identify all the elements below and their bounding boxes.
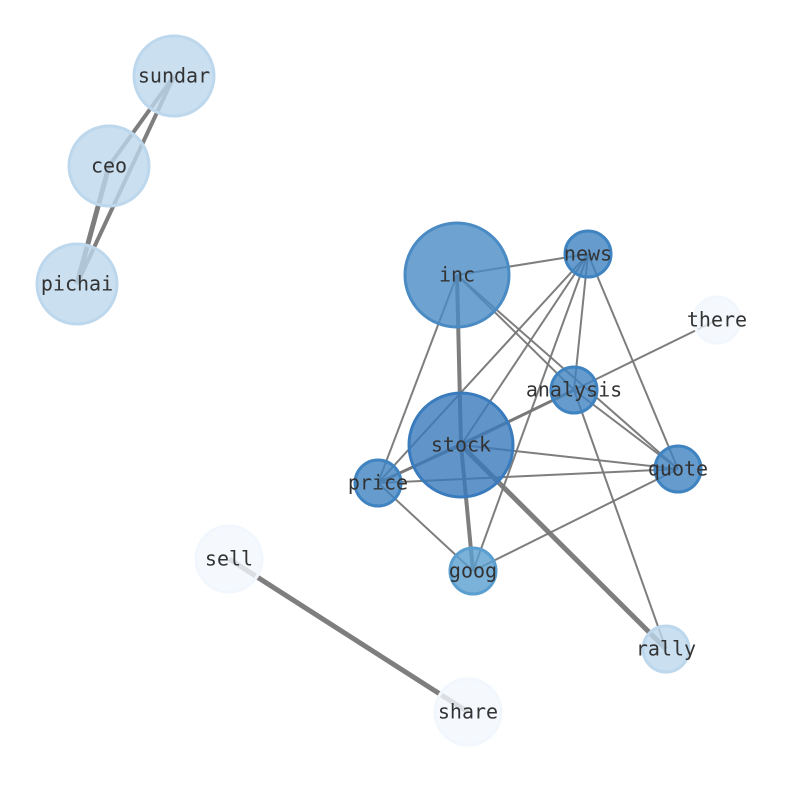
node-sundar[interactable]: sundar bbox=[132, 34, 216, 118]
edge-goog-quote bbox=[472, 468, 679, 572]
node-label: quote bbox=[648, 457, 708, 481]
node-goog[interactable]: goog bbox=[448, 546, 498, 596]
node-circle[interactable] bbox=[407, 391, 515, 499]
node-analysis[interactable]: analysis bbox=[526, 365, 622, 415]
node-label: analysis bbox=[526, 378, 622, 402]
node-ceo[interactable]: ceo bbox=[67, 124, 151, 208]
node-label: pichai bbox=[41, 272, 113, 296]
node-rally[interactable]: rally bbox=[636, 624, 696, 674]
node-circle[interactable] bbox=[563, 229, 613, 279]
node-label: rally bbox=[636, 637, 696, 661]
node-share[interactable]: share bbox=[433, 677, 503, 747]
node-news[interactable]: news bbox=[563, 229, 613, 279]
node-pichai[interactable]: pichai bbox=[35, 242, 119, 326]
node-label: there bbox=[687, 308, 747, 332]
node-there[interactable]: there bbox=[687, 295, 747, 345]
node-inc[interactable]: inc bbox=[403, 221, 511, 329]
node-circle[interactable] bbox=[132, 34, 216, 118]
edge-analysis-there bbox=[573, 319, 718, 391]
node-circle[interactable] bbox=[67, 124, 151, 208]
node-circle[interactable] bbox=[641, 624, 691, 674]
node-circle[interactable] bbox=[403, 221, 511, 329]
node-label: ceo bbox=[91, 154, 127, 178]
node-stock[interactable]: stock bbox=[407, 391, 515, 499]
edge-sell-share bbox=[227, 556, 470, 715]
node-label: inc bbox=[439, 263, 475, 287]
node-price[interactable]: price bbox=[348, 458, 408, 508]
node-circle[interactable] bbox=[35, 242, 119, 326]
node-circle[interactable] bbox=[433, 677, 503, 747]
node-circle[interactable] bbox=[448, 546, 498, 596]
node-label: sundar bbox=[138, 64, 210, 88]
node-circle[interactable] bbox=[353, 458, 403, 508]
node-label: price bbox=[348, 471, 408, 495]
node-circle[interactable] bbox=[194, 524, 264, 594]
node-label: news bbox=[564, 242, 612, 266]
node-circle[interactable] bbox=[692, 295, 742, 345]
node-label: share bbox=[438, 700, 498, 724]
edge-analysis-rally bbox=[573, 389, 667, 650]
node-sell[interactable]: sell bbox=[194, 524, 264, 594]
node-label: goog bbox=[449, 559, 497, 583]
node-label: stock bbox=[431, 433, 491, 457]
node-label: sell bbox=[205, 547, 253, 571]
node-circle[interactable] bbox=[549, 365, 599, 415]
node-quote[interactable]: quote bbox=[648, 444, 708, 494]
node-circle[interactable] bbox=[653, 444, 703, 494]
